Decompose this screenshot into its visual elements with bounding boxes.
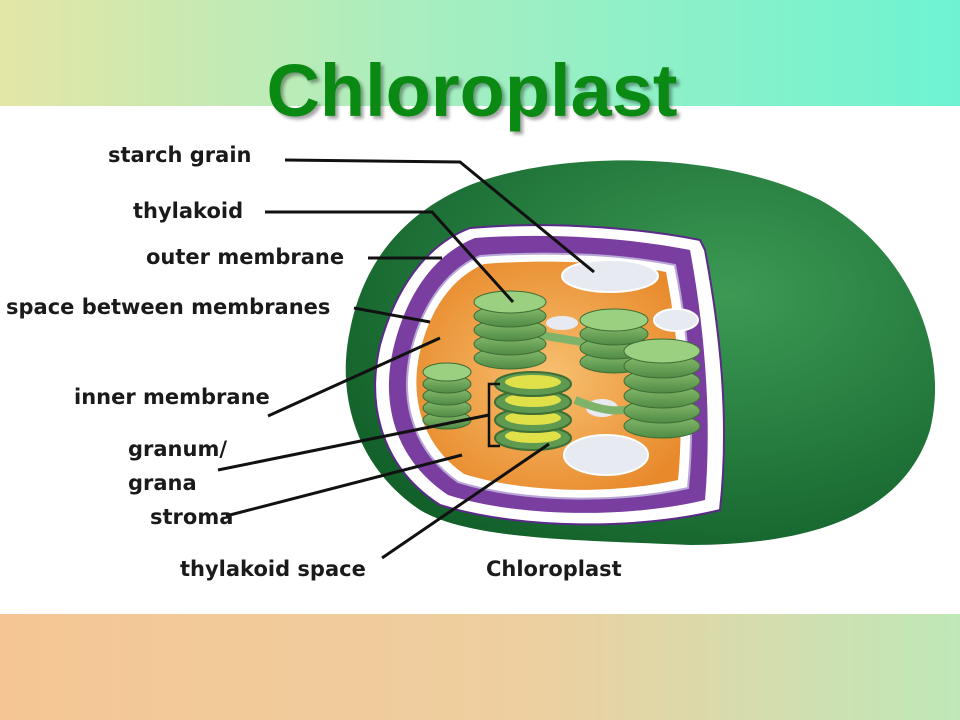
label-space-between-membranes: space between membranes [6,295,330,319]
granum-stack [623,338,701,439]
label-stroma: stroma [150,505,233,529]
label-starch-grain: starch grain [108,143,251,167]
granum-cutaway [494,371,572,451]
leader-stroma [225,453,463,518]
leader-inner-membrane [267,336,441,418]
leader-lines [217,158,595,560]
slide-header-band [0,0,960,106]
label-thylakoid-space: thylakoid space [180,557,366,581]
starch-grain [546,316,578,330]
leader-starch-grain [284,158,595,274]
label-granum-line1: granum/ [128,437,227,461]
diagram-caption: Chloroplast [486,557,622,581]
label-outer-membrane: outer membrane [146,245,344,269]
starch-grain [561,259,659,293]
granum-stack [422,362,472,430]
granum-stack [473,290,547,370]
label-thylakoid: thylakoid [133,199,243,223]
starch-grain [653,308,699,332]
leader-thylakoid [265,210,515,304]
starch-grain [563,434,649,476]
leader-thylakoid-space [381,442,550,560]
label-inner-membrane: inner membrane [74,385,270,409]
page-title: Chloroplast [266,49,678,132]
slide-footer-band [0,614,960,720]
leader-space-between-membranes [353,306,431,324]
leader-granum [217,413,490,472]
label-granum-line2: grana [128,471,197,495]
